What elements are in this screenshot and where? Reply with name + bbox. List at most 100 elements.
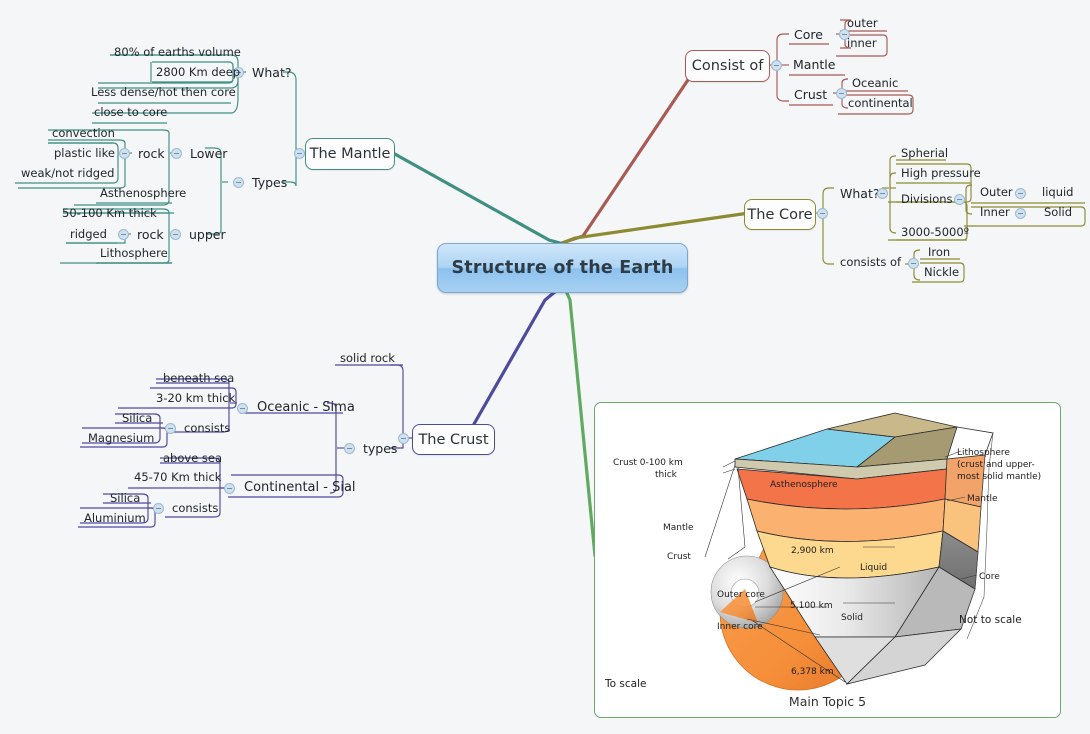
collapse-icon-mantle-lower[interactable] — [171, 148, 182, 159]
node-nickle[interactable]: Nickle — [924, 265, 960, 279]
leader-lines — [704, 450, 978, 683]
label-crust-left: Crust — [667, 552, 691, 562]
collapse-icon-division-inner[interactable] — [1015, 208, 1026, 219]
label-to-scale: To scale — [604, 678, 646, 690]
node-45-70km-thick[interactable]: 45-70 Km thick — [134, 470, 222, 484]
collapse-icon-the-mantle[interactable] — [294, 148, 305, 159]
node-consist-core[interactable]: Core — [794, 27, 823, 42]
node-crust-continental[interactable]: continental — [848, 96, 913, 110]
collapse-icon-mantle-types[interactable] — [233, 177, 244, 188]
label-depth-6378: 6,378 km — [791, 667, 834, 677]
collapse-icon-consist-crust[interactable] — [836, 88, 847, 99]
node-plastic-like[interactable]: plastic like — [54, 146, 115, 160]
label-mantle-left: Mantle — [663, 523, 694, 533]
node-mantle-lower[interactable]: Lower — [190, 146, 228, 161]
node-50-100km-thick[interactable]: 50-100 Km thick — [62, 206, 157, 220]
root-node[interactable]: Structure of the Earth — [437, 243, 688, 293]
node-above-sea[interactable]: above sea — [163, 451, 223, 465]
branch-the-core[interactable]: The Core — [744, 199, 816, 230]
node-2800km-deep[interactable]: 2800 Km deep — [156, 65, 241, 79]
collapse-icon-core-divisions[interactable] — [954, 194, 965, 205]
node-oceanic-consists[interactable]: consists — [184, 421, 231, 435]
node-consist-mantle[interactable]: Mantle — [793, 57, 836, 72]
branch-the-mantle[interactable]: The Mantle — [305, 138, 395, 170]
node-crust-types[interactable]: types — [363, 441, 398, 456]
node-earths-volume[interactable]: 80% of earths volume — [114, 45, 241, 59]
label-lithosphere-3: most solid mantle) — [957, 472, 1041, 482]
collapse-icon-oceanic-consists[interactable] — [165, 423, 176, 434]
node-ridged[interactable]: ridged — [70, 227, 107, 241]
earth-wedge — [734, 412, 994, 685]
node-continental-consists[interactable]: consists — [172, 501, 219, 515]
node-mantle-what[interactable]: What? — [252, 65, 292, 80]
node-magnesium[interactable]: Magnesium — [88, 431, 155, 445]
collapse-icon-the-crust[interactable] — [398, 433, 409, 444]
label-depth-5100: 5,100 km — [790, 601, 833, 611]
node-crust-oceanic[interactable]: Oceanic — [852, 76, 899, 90]
node-division-outer[interactable]: Outer — [980, 185, 1013, 199]
collapse-icon-continental-consists[interactable] — [153, 503, 164, 514]
node-core-consists-of[interactable]: consists of — [840, 255, 902, 269]
node-lithosphere[interactable]: Lithosphere — [100, 246, 168, 260]
node-convection[interactable]: convection — [52, 126, 115, 140]
label-outer-core: Outer core — [717, 590, 765, 600]
node-mantle-upper[interactable]: upper — [189, 227, 226, 242]
label-core-right: Core — [979, 572, 1000, 582]
collapse-icon-mantle-upper[interactable] — [170, 229, 181, 240]
node-3-20km-thick[interactable]: 3-20 km thick — [156, 391, 236, 405]
node-upper-rock[interactable]: rock — [137, 227, 164, 242]
node-continental-silica[interactable]: Silica — [110, 491, 141, 505]
node-mantle-types[interactable]: Types — [252, 175, 288, 190]
node-less-dense[interactable]: Less dense/hot then core — [91, 85, 236, 99]
node-core-divisions[interactable]: Divisions — [901, 192, 953, 206]
label-inner-core: Inner core — [717, 622, 763, 632]
node-consist-crust[interactable]: Crust — [794, 87, 828, 102]
collapse-icon-mantle-what[interactable] — [233, 67, 244, 78]
node-aluminium[interactable]: Aluminium — [84, 511, 146, 525]
node-high-pressure[interactable]: High pressure — [901, 166, 981, 180]
label-not-to-scale: Not to scale — [959, 614, 1022, 626]
label-depth-2900: 2,900 km — [791, 546, 834, 556]
branch-label-consist-of: Consist of — [691, 58, 764, 74]
image-panel-main-topic-5[interactable]: Crust 0-100 km thick Mantle Crust Outer … — [594, 402, 1061, 718]
collapse-icon-consist-of[interactable] — [771, 60, 782, 71]
node-3000-5000[interactable]: 3000-5000º — [901, 225, 970, 239]
node-core-what[interactable]: What? — [840, 186, 880, 201]
node-beneath-sea[interactable]: beneath sea — [163, 371, 235, 385]
collapse-icon-oceanic-sima[interactable] — [237, 403, 248, 414]
node-close-to-core[interactable]: close to core — [94, 105, 168, 119]
node-core-outer[interactable]: outer — [847, 16, 878, 30]
collapse-icon-lower-rock[interactable] — [119, 148, 130, 159]
branch-the-crust[interactable]: The Crust — [412, 424, 495, 455]
node-continental-sial[interactable]: Continental - Sial — [244, 480, 356, 495]
node-solid-rock[interactable]: solid rock — [340, 351, 395, 365]
label-crust-thickness-2: thick — [655, 470, 678, 480]
collapse-icon-continental-sial[interactable] — [224, 483, 235, 494]
label-solid: Solid — [841, 613, 863, 623]
collapse-icon-division-outer[interactable] — [1015, 188, 1026, 199]
collapse-icon-crust-types[interactable] — [344, 443, 355, 454]
collapse-icon-upper-rock[interactable] — [118, 229, 129, 240]
collapse-icon-the-core[interactable] — [817, 208, 828, 219]
node-division-inner-state[interactable]: Solid — [1044, 205, 1073, 219]
earth-cross-section-diagram: Crust 0-100 km thick Mantle Crust Outer … — [604, 412, 1041, 691]
node-lower-rock[interactable]: rock — [138, 146, 165, 161]
label-crust-thickness: Crust 0-100 km — [613, 458, 683, 468]
branch-consist-of[interactable]: Consist of — [685, 50, 770, 82]
node-spherial[interactable]: Spherial — [901, 146, 949, 160]
label-mantle-right: Mantle — [967, 494, 998, 504]
collapse-icon-core-what[interactable] — [877, 188, 888, 199]
node-iron[interactable]: Iron — [928, 245, 951, 259]
node-division-inner[interactable]: Inner — [980, 205, 1010, 219]
node-weak-not-ridged[interactable]: weak/not ridged — [21, 166, 115, 180]
label-lithosphere-1: Lithosphere — [957, 448, 1010, 458]
collapse-icon-consist-core[interactable] — [839, 29, 850, 40]
node-division-outer-state[interactable]: liquid — [1042, 185, 1074, 199]
node-oceanic-sima[interactable]: Oceanic - Sima — [257, 400, 355, 415]
collapse-icon-core-consists-of[interactable] — [908, 258, 919, 269]
node-core-inner[interactable]: inner — [847, 36, 877, 50]
label-lithosphere-2: (crust and upper- — [957, 460, 1035, 470]
node-asthenosphere[interactable]: Asthenosphere — [100, 186, 187, 200]
node-oceanic-silica[interactable]: Silica — [122, 411, 153, 425]
label-liquid: Liquid — [860, 563, 887, 573]
